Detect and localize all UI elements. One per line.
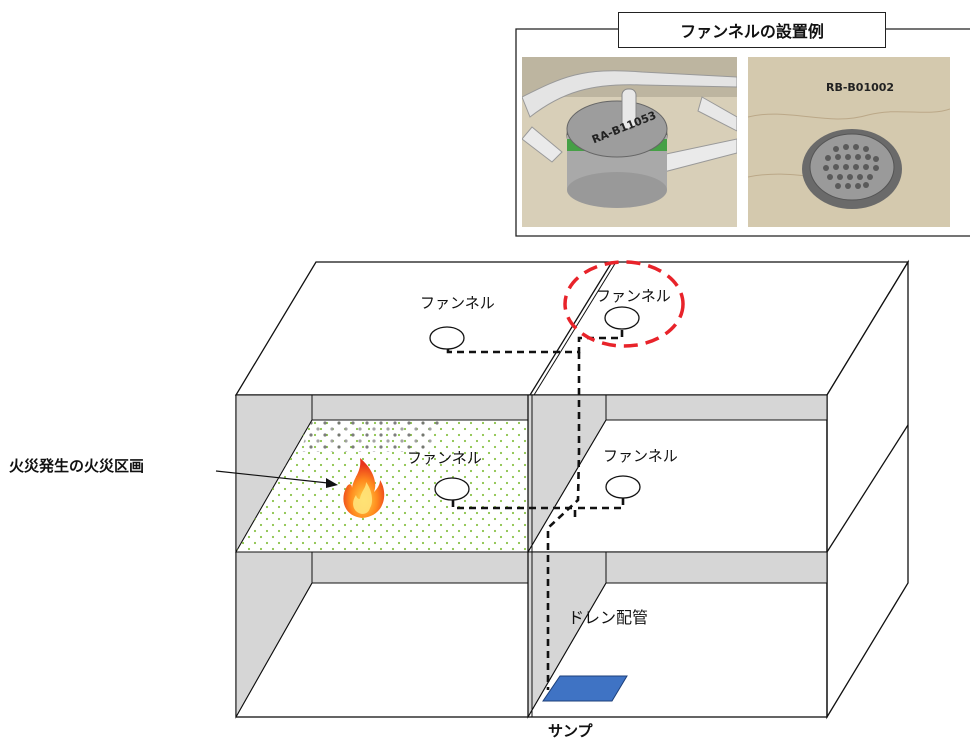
label-funnel-lower-right: ファンネル [603, 447, 678, 465]
upper-right-back-wall [605, 394, 828, 421]
highlight-circle [563, 260, 685, 348]
funnel-photo-2: RB-B01002 [748, 57, 950, 227]
fire-arrow [215, 470, 329, 484]
photo2-tag: RB-B01002 [826, 81, 895, 94]
label-drain-pipe: ドレン配管 [568, 608, 649, 627]
roof-divider [529, 261, 613, 396]
label-sump: サンプ [548, 722, 593, 740]
label-funnel-lower-left: ファンネル [407, 449, 482, 467]
label-fire-zone: 火災発生の火災区画 [9, 457, 145, 475]
label-funnel-upper-right: ファンネル [596, 287, 671, 305]
example-box-title: ファンネルの設置例 [618, 12, 886, 48]
funnel-photo-1: RA-B11053 [522, 57, 737, 227]
smoke-dots [300, 420, 440, 452]
funnel-upper-right [604, 306, 640, 330]
sump [542, 675, 628, 702]
fire-icon [343, 458, 385, 518]
lower-right-back-wall [605, 551, 828, 584]
drain-piping [446, 329, 625, 690]
label-funnel-upper-left: ファンネル [420, 294, 495, 312]
